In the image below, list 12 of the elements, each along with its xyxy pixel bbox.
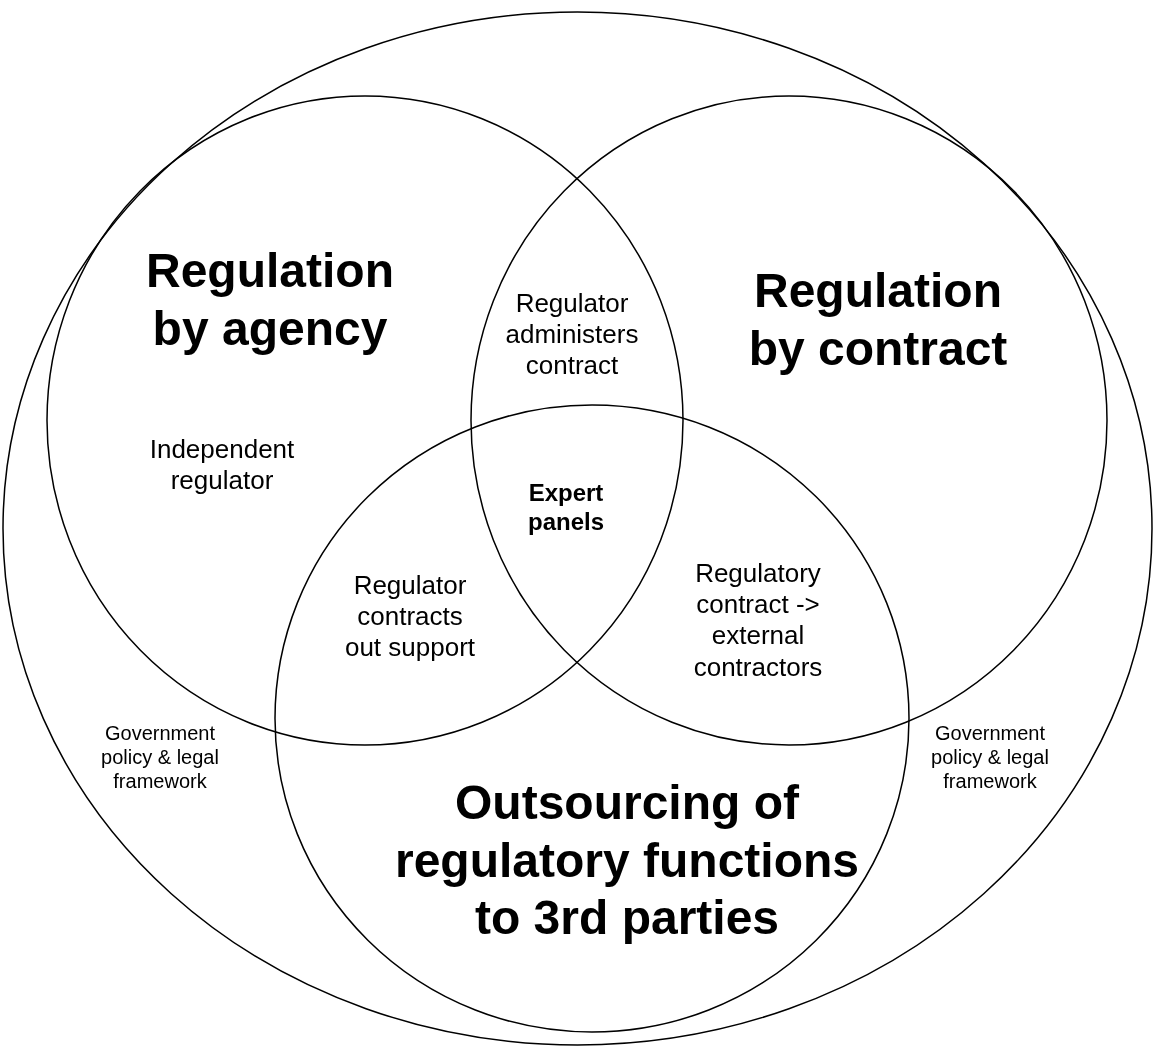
overlap-label: Regulator contracts out support xyxy=(343,570,477,664)
framework-label: Government policy & legal framework xyxy=(100,721,220,793)
venn-circle xyxy=(47,96,683,745)
framework-label: Government policy & legal framework xyxy=(930,721,1050,793)
overlap-label: Regulatory contract -> external contractors xyxy=(692,557,824,683)
circle-title: Regulation by agency xyxy=(145,243,395,357)
circle-title: Outsourcing of regulatory functions to 3rd parties xyxy=(393,774,860,946)
circle-title: Regulation by contract xyxy=(747,263,1009,377)
overlap-label: Expert panels xyxy=(527,479,605,537)
circle-note: Independent regulator xyxy=(148,433,296,497)
outer-ellipse xyxy=(3,12,1152,1045)
overlap-label: Regulator administers contract xyxy=(504,288,640,382)
